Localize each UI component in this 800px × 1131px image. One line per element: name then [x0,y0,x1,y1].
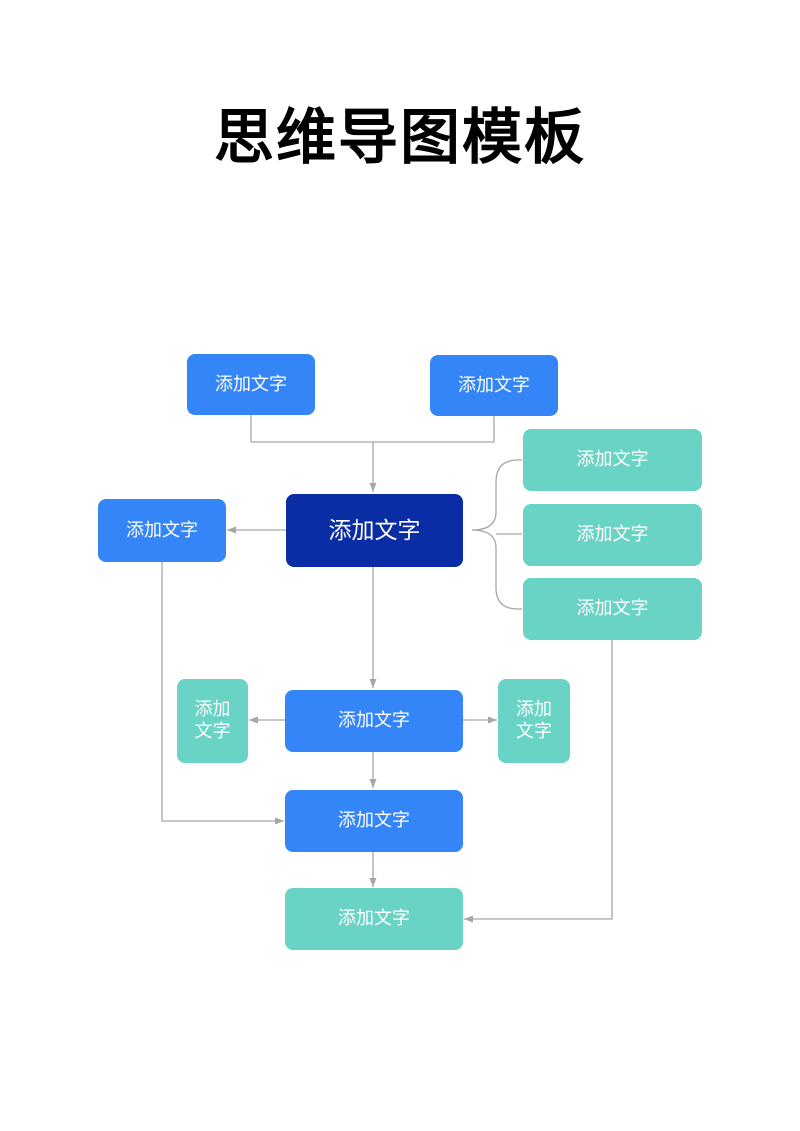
node-top-right[interactable]: 添加文字 [430,355,558,416]
connector-brace [471,459,522,610]
node-bottom[interactable]: 添加文字 [285,888,463,950]
node-mid-right[interactable]: 添加 文字 [498,679,570,763]
connector-right-to-bottom [464,640,613,923]
node-right-2[interactable]: 添加文字 [523,504,702,566]
node-top-left[interactable]: 添加文字 [187,354,315,415]
node-mid[interactable]: 添加文字 [285,690,463,752]
node-right-3[interactable]: 添加文字 [523,578,702,640]
node-mid-left[interactable]: 添加 文字 [177,679,248,763]
page-title: 思维导图模板 [214,103,586,173]
node-left[interactable]: 添加文字 [98,499,226,562]
node-center[interactable]: 添加文字 [286,494,463,567]
connector-top-merge [250,415,495,443]
node-right-1[interactable]: 添加文字 [523,429,702,491]
connector-left-to-lower [161,562,284,825]
node-lower[interactable]: 添加文字 [285,790,463,852]
